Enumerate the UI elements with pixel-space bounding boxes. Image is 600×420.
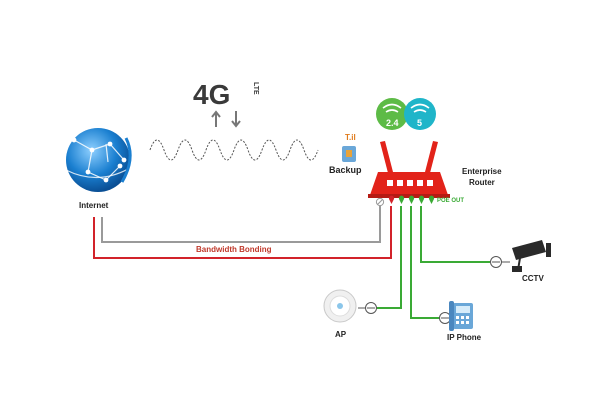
ip-phone-icon xyxy=(449,301,473,331)
red-connection-line xyxy=(93,206,392,259)
lte-text: LTE xyxy=(252,82,259,95)
green-line-ap xyxy=(377,206,402,309)
cctv-label: CCTV xyxy=(522,274,544,283)
wifi-24-icon: 2.4 xyxy=(376,98,408,130)
bandwidth-bonding-label: Bandwidth Bonding xyxy=(196,245,272,254)
gray-connection-line xyxy=(101,206,381,243)
router-icon xyxy=(368,141,450,198)
poe-injector-icon xyxy=(358,256,510,324)
4g-lte-icon: 4G LTE xyxy=(193,79,259,128)
4g-text: 4G xyxy=(193,79,230,110)
backup-label: Backup xyxy=(329,165,362,175)
router-ports xyxy=(375,195,435,207)
access-point-icon xyxy=(323,289,357,323)
wave-icon xyxy=(149,139,319,161)
router-label-line2: Router xyxy=(469,178,495,187)
ap-label: AP xyxy=(335,330,347,339)
ip-phone-label: IP Phone xyxy=(447,333,482,342)
green-line-ipphone xyxy=(410,206,440,319)
up-arrow-icon xyxy=(211,110,221,127)
wifi-5-icon: 5 xyxy=(404,98,436,130)
svg-text:5: 5 xyxy=(417,118,422,128)
svg-text:T.il: T.il xyxy=(345,133,356,142)
cctv-camera-icon xyxy=(512,240,551,272)
globe-icon xyxy=(65,128,132,192)
down-arrow-icon xyxy=(231,111,241,128)
poe-out-label: POE OUT xyxy=(437,198,465,204)
svg-text:2.4: 2.4 xyxy=(386,118,399,128)
internet-label: Internet xyxy=(79,201,109,210)
green-line-cctv xyxy=(420,206,490,263)
router-label-line1: Enterprise xyxy=(462,167,502,176)
sim-card-icon: T.il xyxy=(342,133,356,162)
